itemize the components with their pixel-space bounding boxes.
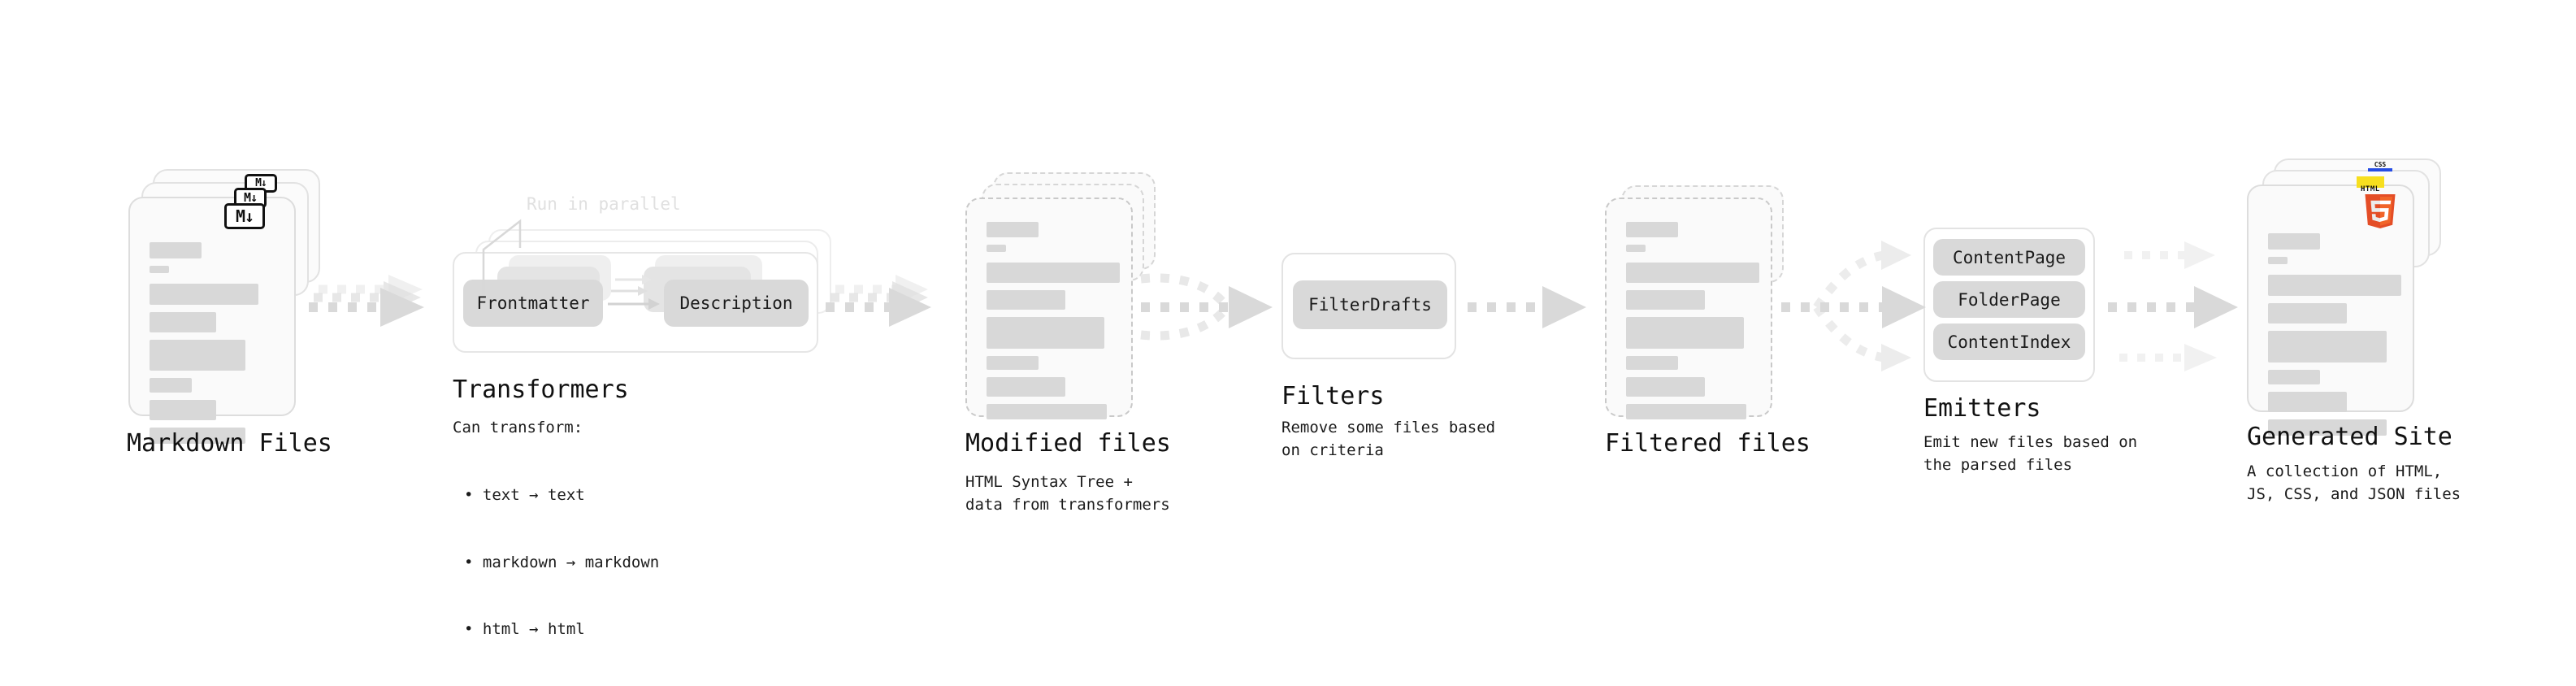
transformer-pill-description[interactable]: Description	[664, 280, 809, 327]
transformers-bullet-0: • text → text	[464, 486, 585, 505]
css-badge-underline	[2368, 168, 2392, 172]
emitters-pill-contentpage-label: ContentPage	[1952, 247, 2066, 267]
markdown-files-title: Markdown Files	[127, 429, 332, 458]
generated-site-subtitle: A collection of HTML, JS, CSS, and JSON …	[2247, 462, 2461, 503]
markdown-badge: M↓	[224, 203, 265, 229]
generated-site-title: Generated Site	[2247, 423, 2452, 451]
filters-subtitle: Remove some files based on criteria	[1281, 419, 1496, 459]
run-in-parallel-label: Run in parallel	[527, 194, 681, 214]
transformer-pill-frontmatter-label: Frontmatter	[476, 293, 590, 313]
transformers-bullet-2: • html → html	[464, 620, 585, 639]
js-badge	[2357, 176, 2384, 188]
emitters-pill-contentindex[interactable]: ContentIndex	[1933, 323, 2085, 360]
css-badge-text: CSS	[2374, 161, 2387, 168]
filtered-skeleton	[1626, 222, 1759, 427]
emitters-pill-folderpage[interactable]: FolderPage	[1933, 281, 2085, 318]
transformer-pill-frontmatter[interactable]: Frontmatter	[463, 280, 603, 327]
transformers-subtitle: Can transform:	[453, 419, 583, 436]
modified-files-title: Modified files	[965, 429, 1171, 458]
emitters-pill-contentpage[interactable]: ContentPage	[1933, 239, 2085, 276]
arrow-modified-to-filters	[1140, 273, 1273, 341]
arrow-emitters-to-generated	[2108, 241, 2238, 371]
generated-skeleton	[2268, 233, 2401, 443]
arrow-transformers-to-modified	[826, 275, 931, 327]
filtered-card-front	[1605, 198, 1772, 419]
markdown-card-front	[128, 197, 296, 444]
emitters-pill-contentindex-label: ContentIndex	[1947, 332, 2071, 352]
modified-files-subtitle: HTML Syntax Tree + data from transformer…	[965, 473, 1170, 514]
filters-title: Filters	[1281, 382, 1385, 410]
arrow-filtered-to-emitters	[1781, 241, 1926, 371]
modified-card-front	[965, 198, 1133, 419]
transformers-title: Transformers	[453, 376, 629, 404]
emitters-pill-folderpage-label: FolderPage	[1958, 289, 2061, 310]
emitters-subtitle: Emit new files based on the parsed files	[1923, 433, 2138, 474]
markdown-skeleton	[150, 242, 275, 451]
html5-badge	[2365, 194, 2396, 228]
filters-pill-filterdrafts[interactable]: FilterDrafts	[1293, 280, 1447, 329]
arrow-markdown-to-transformers	[309, 275, 424, 327]
emitters-title: Emitters	[1923, 394, 2041, 423]
filtered-files-title: Filtered files	[1605, 429, 1811, 458]
modified-skeleton	[987, 222, 1120, 427]
transformers-bullet-1: • markdown → markdown	[464, 553, 660, 571]
css-badge: CSS	[2368, 161, 2392, 172]
arrow-filters-to-filtered	[1468, 286, 1586, 328]
transformer-pill-description-label: Description	[679, 293, 793, 313]
filters-pill-filterdrafts-label: FilterDrafts	[1308, 295, 1432, 315]
html5-badge-text: HTML	[2361, 185, 2380, 193]
transformers-bullets: • text → text • markdown → markdown • ht…	[464, 440, 659, 686]
